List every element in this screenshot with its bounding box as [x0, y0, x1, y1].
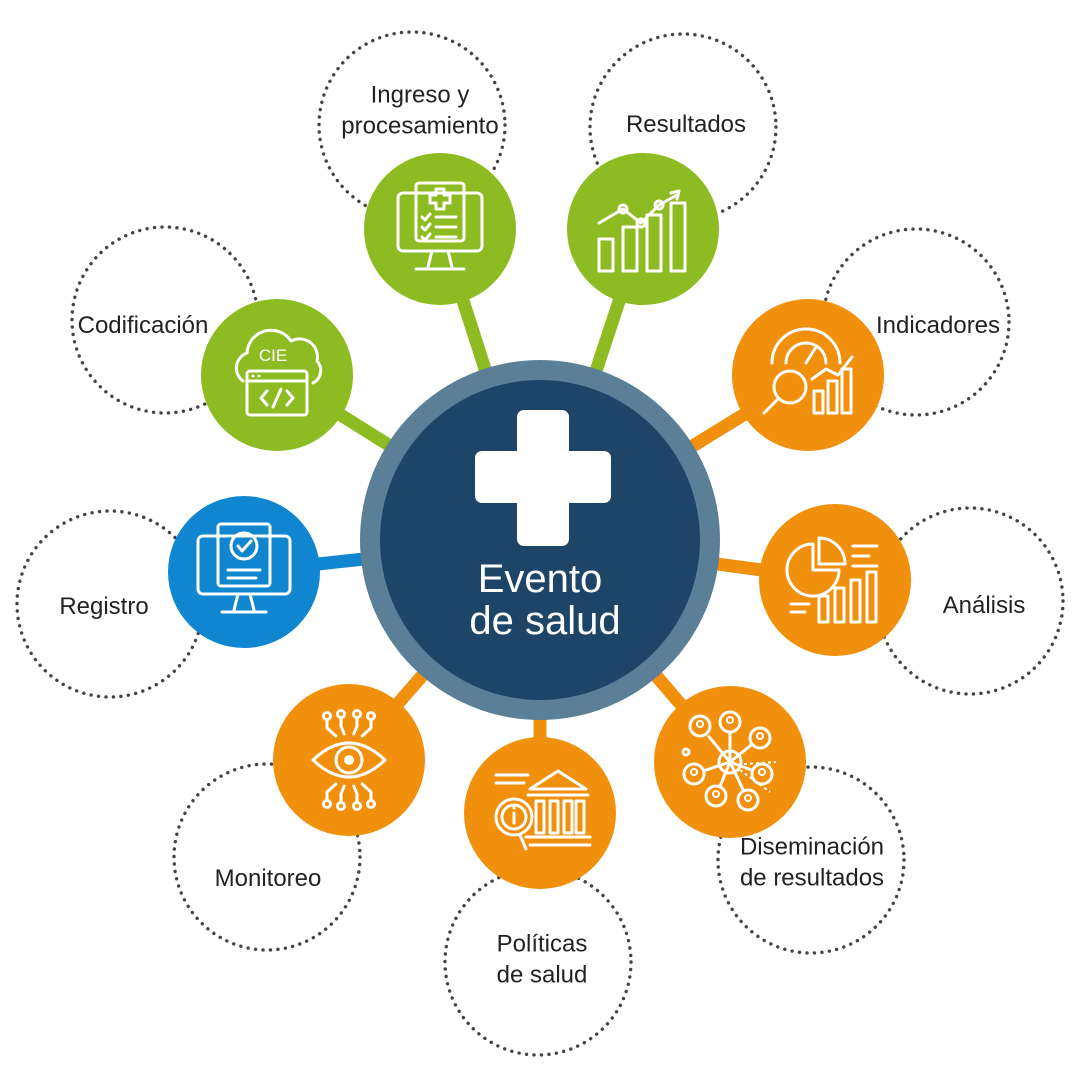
node-label-politicas-line2: de salud: [497, 962, 588, 989]
node-analisis: Análisis: [759, 504, 1025, 656]
dotted-circle-monitoreo: [172, 762, 362, 952]
node-label-registro: Registro: [59, 593, 148, 620]
node-circle-resultados: [567, 153, 719, 305]
node-registro: Registro: [59, 496, 320, 648]
node-indicadores: Indicadores: [732, 299, 1000, 451]
node-politicas: Políticas de salud: [464, 737, 616, 989]
document-check-monitor-icon: [196, 522, 292, 614]
center-hub: Evento de salud: [360, 360, 720, 720]
dotted-circle-ingreso: [317, 30, 507, 220]
node-codificacion: CIE Codificación: [78, 299, 353, 451]
node-label-indicadores: Indicadores: [876, 312, 1000, 339]
cloud-code-icon: CIE: [234, 328, 323, 417]
center-title-line2: de salud: [469, 599, 620, 643]
pie-bar-analysis-icon: [785, 536, 879, 624]
dotted-circle-resultados: [588, 32, 778, 222]
node-resultados: Resultados: [567, 111, 746, 305]
node-label-analisis: Análisis: [943, 592, 1026, 619]
cie-icon-label: CIE: [259, 346, 287, 365]
node-label-codificacion: Codificación: [78, 312, 209, 339]
node-label-politicas-line1: Políticas: [497, 931, 588, 958]
dotted-circle-diseminacion: [716, 765, 906, 955]
medical-cross-icon: [475, 410, 611, 546]
medical-record-monitor-icon: [396, 181, 484, 271]
node-circle-registro: [168, 496, 320, 648]
growth-chart-icon: [597, 189, 687, 273]
node-label-diseminacion-line2: de resultados: [740, 865, 884, 892]
node-monitoreo: Monitoreo: [215, 684, 425, 892]
eye-circuit-icon: [311, 709, 387, 811]
node-circle-analisis: [759, 504, 911, 656]
center-title-line1: Evento: [478, 557, 603, 601]
node-label-monitoreo: Monitoreo: [215, 865, 322, 892]
nodes-layer: Ingreso y procesamiento ResultadosIndicado…: [59, 82, 1025, 989]
node-label-diseminacion-line1: Diseminación: [740, 834, 884, 861]
node-label-ingreso-line2: procesamiento: [341, 113, 498, 140]
gauge-magnifier-chart-icon: [762, 327, 854, 415]
government-building-magnifier-icon: [494, 769, 592, 851]
node-label-ingreso-line1: Ingreso y: [371, 82, 470, 109]
node-circle-indicadores: [732, 299, 884, 451]
node-diseminacion: Diseminación de resultados: [654, 686, 884, 892]
node-label-resultados: Resultados: [626, 111, 746, 138]
dotted-circle-politicas: [443, 867, 633, 1057]
node-circle-codificacion: [201, 299, 353, 451]
node-circle-politicas: [464, 737, 616, 889]
node-circle-ingreso: [364, 153, 516, 305]
node-ingreso: Ingreso y procesamiento: [341, 82, 516, 305]
network-people-icon: [681, 710, 777, 812]
